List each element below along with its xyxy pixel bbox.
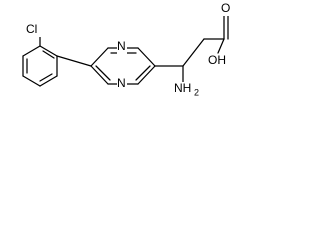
carbonyl-oxygen-label: O — [221, 1, 230, 15]
structure-canvas: Cl N N NH 2 OH O — [22, 1, 231, 98]
amino-label-bg — [173, 82, 201, 98]
phenyl-pyrimidine-bond — [56, 55, 92, 67]
nitrogen-bottom-label-bg — [117, 78, 127, 91]
hydroxyl-label: OH — [208, 53, 226, 67]
carbonyl-oxygen-label-bg — [219, 3, 231, 16]
ring-bond — [137, 47, 156, 67]
ring-double-bond — [135, 65, 151, 81]
hydroxyl-bond — [217, 38, 225, 54]
chlorophenyl-ring — [22, 45, 58, 87]
hydroxyl-label-bg — [205, 54, 229, 69]
chemical-structure: Cl N N NH 2 OH O — [0, 0, 249, 101]
chlorine-label-bg — [24, 23, 46, 37]
ring-bond — [39, 75, 58, 87]
amino-label: NH — [174, 81, 191, 95]
nitrogen-top-label-bg — [117, 41, 127, 54]
ring-bond — [137, 65, 156, 85]
ring-bond — [90, 47, 109, 67]
side-chain-bond — [182, 38, 205, 67]
ring-bond — [22, 75, 41, 87]
ring-bond — [22, 45, 41, 57]
ring-bond — [39, 45, 58, 57]
ring-double-bond — [39, 73, 53, 82]
nitrogen-bottom-label: N — [117, 76, 126, 90]
nitrogen-top-label: N — [117, 39, 126, 53]
ring-double-bond — [95, 65, 111, 81]
chlorine-label: Cl — [26, 22, 37, 36]
ring-bond — [90, 65, 109, 85]
amino-subscript: 2 — [194, 87, 199, 97]
ring-double-bond — [42, 50, 55, 59]
